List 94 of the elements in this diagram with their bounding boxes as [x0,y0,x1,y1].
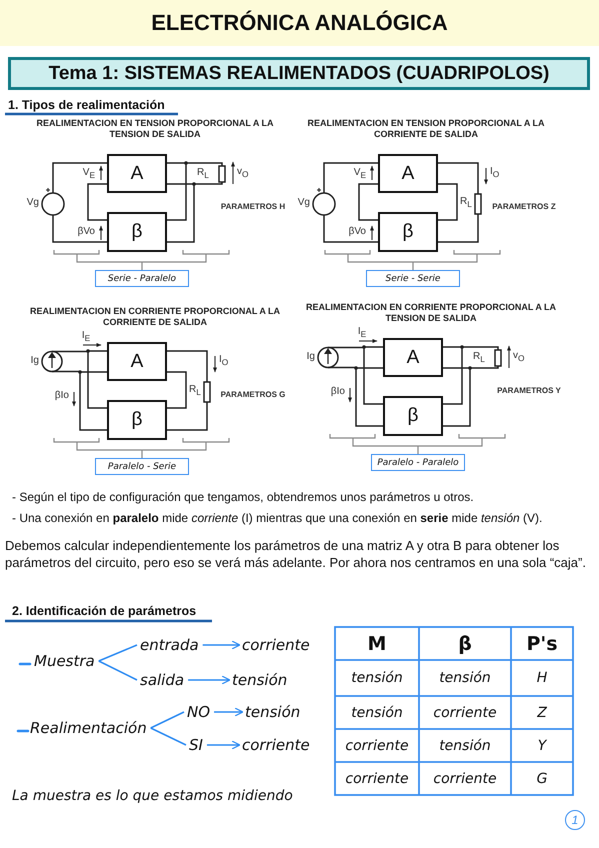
wire [79,371,107,431]
bullet-text: - Una conexión en paralelo mide corriente (I) mientras que una conexión en serie mide tensión (V). [12,511,542,525]
table-entry: Z [537,704,547,720]
circuit-label: βVo [348,226,366,238]
circuit-label: βIo [330,386,345,398]
circuit-label: R$_{L}$ [189,384,202,398]
wire [443,367,471,427]
circuit-block: A [107,342,167,381]
handwritten-word: NO [187,703,210,721]
table-entry: corriente [433,704,497,720]
circuit-label: I$_{E}$ [80,330,92,344]
circuit-block: A [107,154,167,193]
wire [87,350,107,409]
table-entry: corriente [345,770,409,786]
table-entry: tensión [351,704,403,720]
wire [355,367,383,427]
connection-type-box: Paralelo - Serie [95,458,189,475]
circuit-block: β [383,396,443,436]
circuit-block: β [378,212,438,252]
handwritten-word: corriente [242,636,310,654]
branch-line [150,727,186,746]
table-entry: Y [538,738,546,754]
circuit-label: βVo [76,226,95,238]
handwritten-word: SI [189,736,203,754]
circuit-label: Vg [26,197,39,209]
circuit-title: REALIMENTACION EN TENSION PROPORCIONAL A LA CORRIENTE DE SALIDA [306,118,546,140]
column-header: P's [526,632,558,654]
parameter-label: PARAMETROS Y [496,386,562,396]
circuit-label: Vg [296,197,310,209]
connection-type-box: Serie - Serie [366,270,460,287]
circuit-label: R$_{L}$ [473,351,486,365]
circuit-block: β [107,400,167,440]
arrow [188,675,230,685]
arrow [206,740,240,750]
circuit-label: I$_{E}$ [356,326,368,340]
column-header: M [368,632,386,654]
page-number: 1 [565,810,585,830]
arrow [214,707,244,717]
handwritten-word: entrada [140,636,199,654]
bullet-text: - Según el tipo de configuración que tengamos, obtendremos unos parámetros u otros. [12,490,474,504]
circuit-label: Ig [306,351,315,363]
wire [443,346,463,405]
circuit-block: A [378,154,438,193]
branch-line [98,660,138,681]
table-entry: G [536,770,548,786]
circuit-title: REALIMENTACION EN TENSION PROPORCIONAL A LA TENSION DE SALIDA [35,118,274,140]
topic-banner: Tema 1: SISTEMAS REALIMENTADOS (CUADRIPOLOS) [8,57,590,90]
circuit-label: V$_{E}$ [82,167,95,181]
wire [87,183,107,221]
connection-type-box: Serie - Paralelo [95,270,189,287]
wire [167,371,187,409]
section-heading: 2. Identificación de parámetros [12,604,196,618]
circuit-label: I$_{O}$ [490,166,500,180]
arrow [202,640,240,650]
table-entry: tensión [351,670,403,686]
circuit-block: β [107,212,167,252]
parameter-label: PARAMETROS Z [491,202,557,212]
table-entry: corriente [345,738,409,754]
handwritten-word: tensión [245,703,300,721]
page-title: ELECTRÓNICA ANALÓGICA [0,0,599,46]
wire [363,346,383,405]
handwritten-word: tensión [232,671,288,689]
circuit-label: V$_{E}$ [352,167,366,181]
wire [167,162,187,221]
circuit-label: v$_{O}$ [513,350,526,364]
parameter-label: PARAMETROS H [220,202,286,212]
table-entry: tensión [439,738,491,754]
circuit-label: I$_{O}$ [219,354,230,368]
handwritten-word: Realimentación [30,719,147,737]
column-header: β [458,632,472,654]
handwritten-word: corriente [242,736,310,754]
handwritten-note: La muestra es lo que estamos midiendo [12,787,293,805]
circuit-label: R$_{L}$ [197,167,210,181]
circuit-label: v$_{O}$ [237,166,250,180]
circuit-block: A [383,338,443,377]
circuit-label: R$_{L}$ [460,196,473,210]
parameter-label: PARAMETROS G [220,390,286,400]
circuit-label: Ig [30,355,39,367]
table-entry: corriente [433,770,497,786]
table-entry: tensión [439,670,491,686]
paragraph: Debemos calcular independientemente los parámetros de una matriz A y otra B para obtener los parámetros del circuito, pero eso se verá más adelante. Por ahora nos centramos en una sola “caja”. [5,537,587,571]
wire [438,183,458,221]
handwritten-word: salida [140,671,184,689]
circuit-label: βIo [54,390,69,402]
branch-line [98,644,138,662]
connection-type-box: Paralelo - Paralelo [371,454,465,471]
section-heading: 1. Tipos de realimentación [8,98,165,112]
branch-line [150,711,184,729]
circuit-title: REALIMENTACION EN CORRIENTE PROPORCIONAL A LA CORRIENTE DE SALIDA [28,306,281,328]
table-entry: H [536,670,548,686]
circuit-title: REALIMENTACION EN CORRIENTE PROPORCIONAL A LA TENSION DE SALIDA [304,302,557,324]
handwritten-word: Muestra [34,652,95,670]
wire [358,183,378,221]
wire [167,183,195,243]
